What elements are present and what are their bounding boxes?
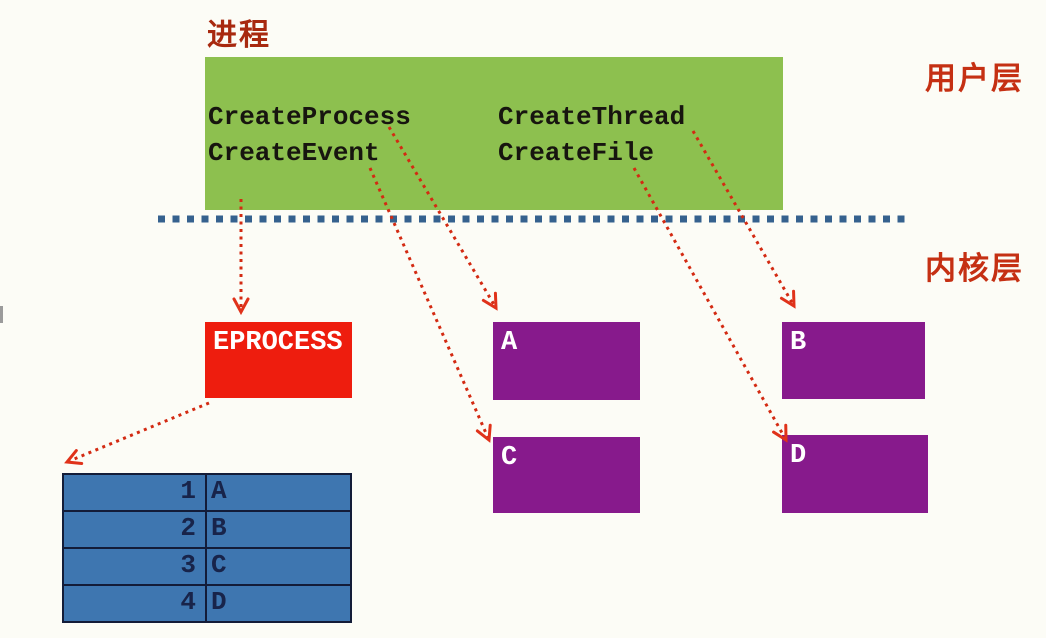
api-createevent: CreateEvent	[208, 138, 380, 168]
table-row: 4 D	[64, 586, 350, 621]
kernel-object-a: A	[493, 322, 640, 400]
api-createprocess: CreateProcess	[208, 102, 411, 132]
object-c-label: C	[501, 443, 518, 473]
table-row: 3 C	[64, 549, 350, 586]
eprocess-box: EPROCESS	[205, 322, 352, 398]
handle-index-cell: 3	[64, 549, 207, 584]
handle-object-cell: C	[211, 550, 227, 580]
kernel-object-d: D	[782, 435, 928, 513]
table-row: 1 A	[64, 475, 350, 512]
object-d-label: D	[790, 441, 807, 471]
eprocess-label: EPROCESS	[213, 328, 343, 358]
handle-object-cell: B	[211, 513, 227, 543]
edge-artifact	[0, 306, 3, 323]
api-createfile: CreateFile	[498, 138, 655, 168]
handle-index-cell: 1	[64, 475, 207, 510]
kernel-object-c: C	[493, 437, 640, 513]
user-api-box: CreateProcess CreateThread CreateEvent C…	[205, 57, 783, 210]
handle-table: 1 A 2 B 3 C 4 D	[62, 473, 352, 623]
arrow-eprocess-to-handle-table	[64, 401, 210, 465]
api-createthread: CreateThread	[498, 102, 686, 132]
process-label: 进程	[207, 19, 271, 52]
handle-index-cell: 4	[64, 586, 207, 621]
table-row: 2 B	[64, 512, 350, 549]
object-a-label: A	[501, 328, 518, 358]
kernel-object-b: B	[782, 322, 925, 399]
user-layer-label: 用户层	[925, 61, 1024, 96]
handle-object-cell: D	[211, 587, 227, 617]
handle-object-cell: A	[211, 476, 227, 506]
handle-index-cell: 2	[64, 512, 207, 547]
object-b-label: B	[790, 328, 807, 358]
kernel-layer-label: 内核层	[925, 251, 1024, 286]
